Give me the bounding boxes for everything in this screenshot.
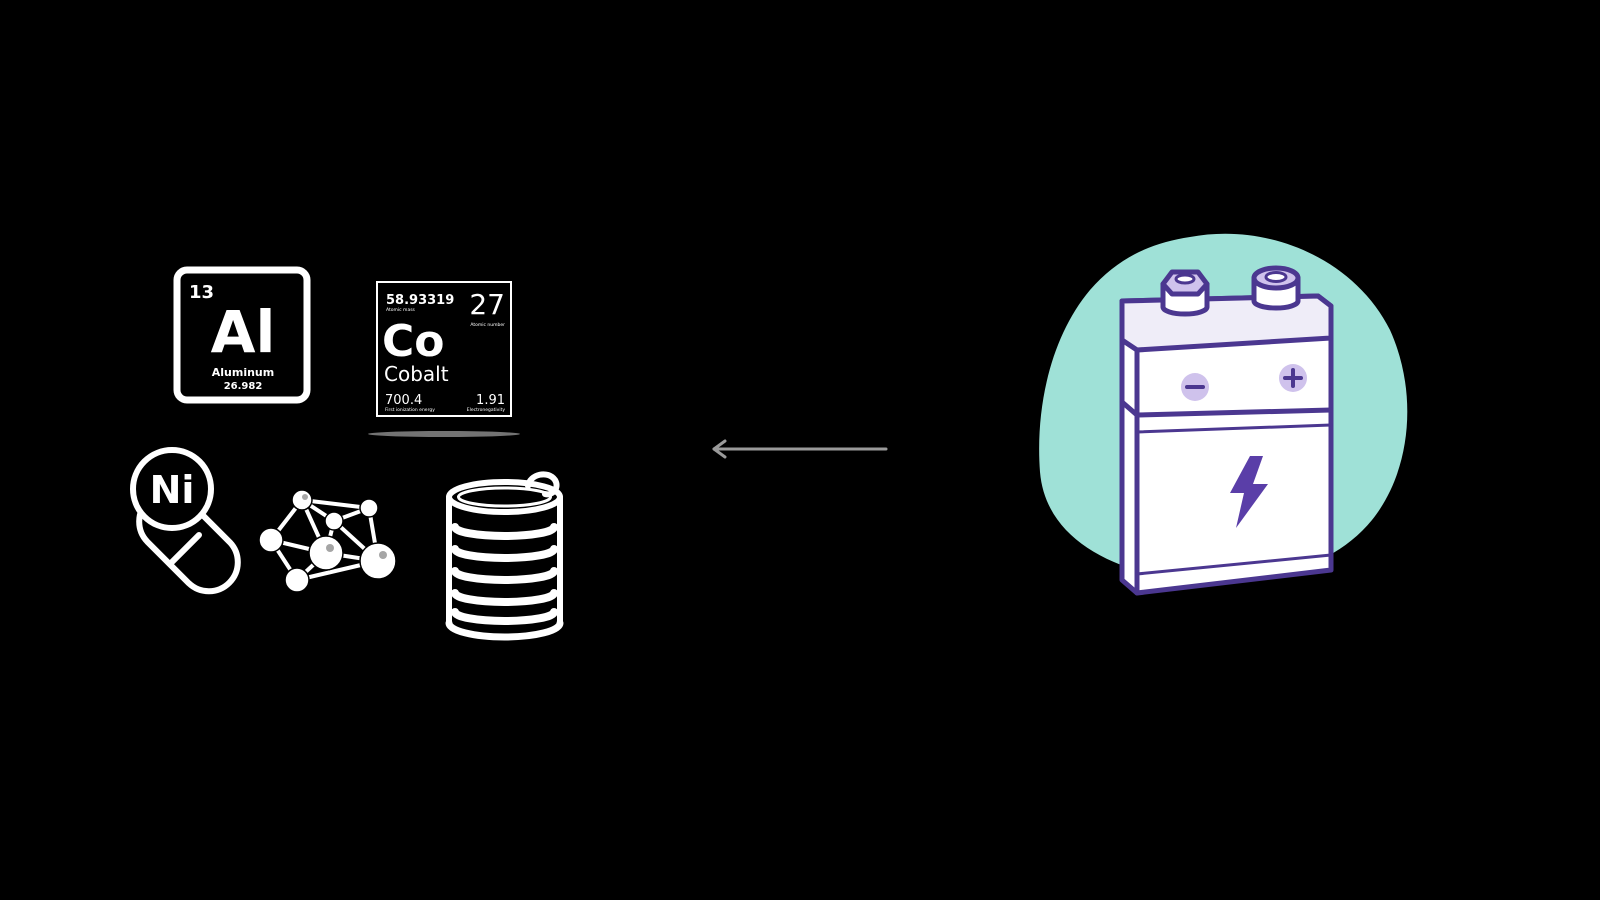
cobalt-electronegativity: 1.91 bbox=[476, 393, 505, 408]
lightning-bolt-icon bbox=[1230, 456, 1268, 528]
cobalt-atomic-number: 27 bbox=[469, 288, 505, 321]
cobalt-ionization-energy: 700.4 bbox=[385, 393, 422, 408]
molecule-icon bbox=[258, 489, 397, 593]
nickel-capsule-icon: Ni bbox=[130, 447, 241, 595]
battery-terminal-positive bbox=[1251, 265, 1301, 311]
cobalt-symbol: Co bbox=[382, 316, 445, 367]
aluminum-symbol: Al bbox=[211, 298, 276, 366]
capsule-divider bbox=[167, 532, 202, 567]
aluminum-atomic-mass: 26.982 bbox=[224, 381, 263, 392]
cobalt-atomic-number-caption: Atomic number bbox=[470, 322, 505, 328]
cobalt-electronegativity-caption: Electronegativity bbox=[467, 407, 506, 413]
arrow-left-icon bbox=[712, 439, 888, 459]
nickel-symbol: Ni bbox=[150, 468, 195, 512]
battery-terminal-negative bbox=[1160, 269, 1210, 317]
cobalt-atomic-mass-caption: Atomic mass bbox=[386, 307, 416, 313]
cobalt-name: Cobalt bbox=[384, 362, 449, 386]
atom bbox=[284, 567, 310, 593]
tin-can-icon bbox=[445, 471, 564, 641]
atom bbox=[359, 498, 379, 518]
cobalt-ionization-caption: First ionization energy bbox=[385, 407, 435, 413]
cobalt-element-tile: 58.93319 Atomic mass 27 Atomic number Co… bbox=[368, 281, 520, 437]
cobalt-atomic-mass: 58.93319 bbox=[386, 293, 454, 308]
battery-icon bbox=[1119, 265, 1334, 596]
aluminum-name: Aluminum bbox=[212, 366, 274, 379]
aluminum-element-tile: 13 Al Aluminum 26.982 bbox=[173, 266, 311, 404]
atom bbox=[258, 527, 284, 553]
atom bbox=[359, 542, 397, 580]
battery-illustration bbox=[1039, 233, 1408, 596]
atom bbox=[308, 535, 344, 571]
cobalt-tile-shadow bbox=[368, 431, 520, 437]
nickel-badge bbox=[130, 447, 214, 531]
aluminum-atomic-number: 13 bbox=[189, 282, 214, 303]
plus-icon bbox=[1279, 364, 1307, 392]
minus-icon bbox=[1181, 373, 1209, 401]
atom bbox=[324, 511, 344, 531]
atom bbox=[291, 489, 313, 511]
